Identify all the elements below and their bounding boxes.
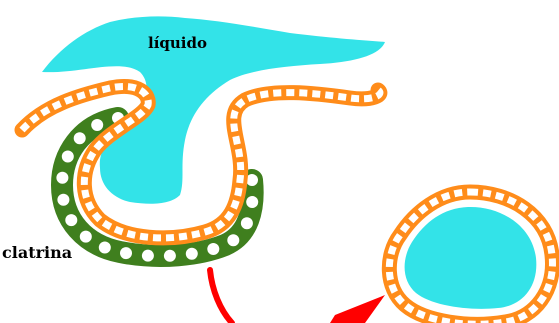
liquid-label: líquido	[148, 34, 207, 52]
clathrin-bead	[80, 231, 92, 243]
arrow-head	[330, 295, 385, 323]
clathrin-bead	[56, 172, 68, 184]
clathrin-bead	[91, 119, 103, 131]
clathrin-bead	[120, 247, 132, 259]
clathrin-bead	[227, 234, 239, 246]
clathrin-bead	[142, 250, 154, 262]
clathrin-bead	[57, 194, 69, 206]
vesicle-liquid	[405, 207, 537, 309]
clathrin-bead	[241, 217, 253, 229]
clathrin-bead	[207, 243, 219, 255]
arrow-shaft	[210, 270, 232, 323]
clathrin-label: clatrina	[2, 243, 72, 262]
clathrin-bead	[62, 151, 74, 163]
clathrin-bead	[74, 132, 86, 144]
clathrin-bead	[246, 196, 258, 208]
clathrin-bead	[164, 250, 176, 262]
clathrin-bead	[186, 248, 198, 260]
clathrin-bead	[65, 214, 77, 226]
clathrin-bead	[99, 242, 111, 254]
extracellular-liquid	[42, 16, 385, 203]
